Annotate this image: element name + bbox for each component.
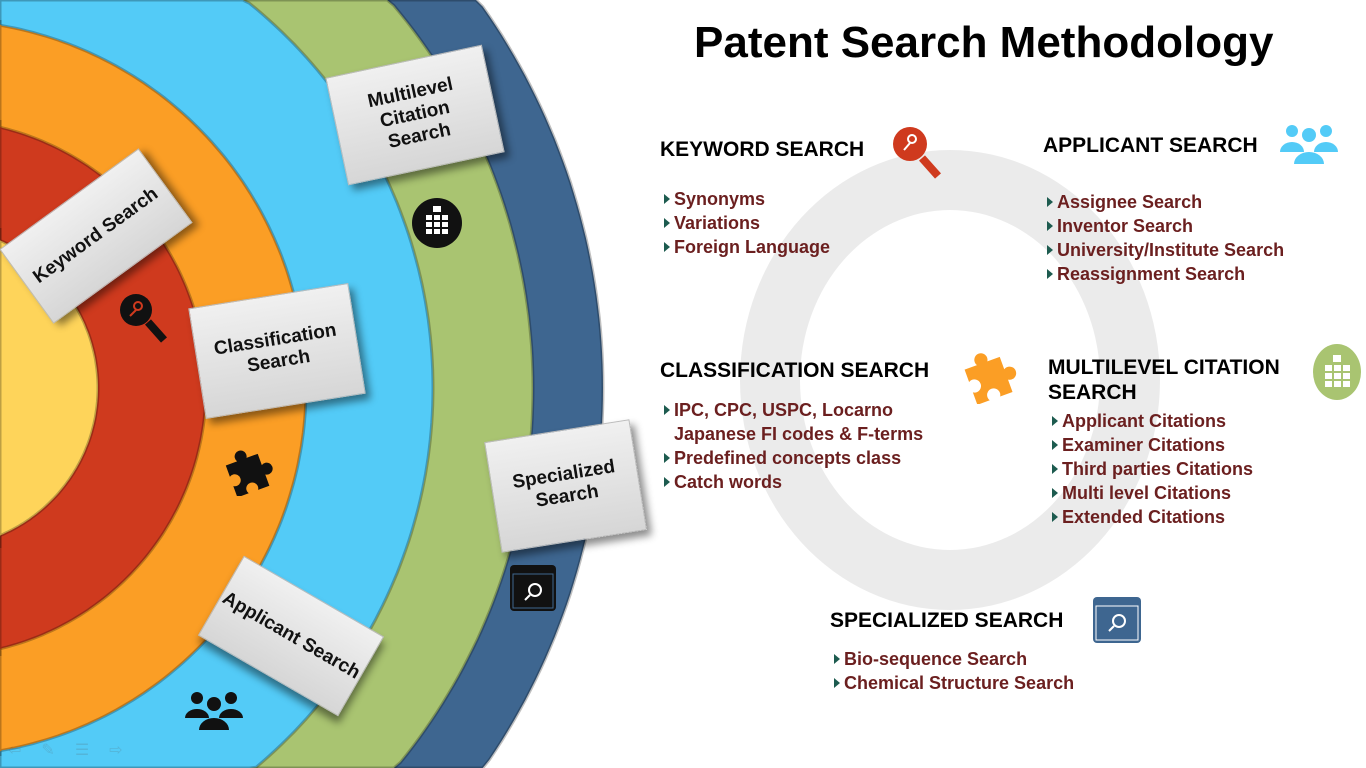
slide-controls[interactable]: ⇦ ✎ ☰ ⇨ — [8, 740, 123, 760]
list-item: Examiner Citations — [1048, 433, 1308, 457]
section-multilevel: MULTILEVEL CITATION SEARCH Applicant Cit… — [1048, 355, 1308, 529]
list-item: Predefined concepts class — [660, 446, 929, 470]
list-item: Bio-sequence Search — [830, 647, 1074, 671]
list-item: Extended Citations — [1048, 505, 1308, 529]
list-item: Multi level Citations — [1048, 481, 1308, 505]
browser-search-icon — [1093, 597, 1141, 643]
section-heading: CLASSIFICATION SEARCH — [660, 359, 930, 382]
puzzle-icon — [225, 450, 273, 496]
section-classification: CLASSIFICATION SEARCH IPC, CPC, USPC, Lo… — [660, 358, 929, 494]
list-item: Variations — [660, 211, 864, 235]
list-item: Chemical Structure Search — [830, 671, 1074, 695]
list-item: Catch words — [660, 470, 929, 494]
list-item: IPC, CPC, USPC, Locarno — [660, 398, 929, 422]
back-icon[interactable]: ⇦ — [8, 742, 22, 759]
list-item: Assignee Search — [1043, 190, 1284, 214]
pen-icon[interactable]: ✎ — [41, 742, 55, 759]
users-icon — [1280, 125, 1338, 164]
section-heading: KEYWORD SEARCH — [660, 138, 865, 161]
list-item: Foreign Language — [660, 235, 864, 259]
section-heading: MULTILEVEL CITATION SEARCH — [1048, 356, 1280, 404]
key-magnifier-icon — [120, 294, 167, 343]
section-heading: APPLICANT SEARCH — [1043, 134, 1258, 157]
browser-search-icon — [510, 565, 556, 611]
users-icon — [185, 692, 243, 730]
list-item: Third parties Citations — [1048, 457, 1308, 481]
list-item: Japanese FI codes & F-terms — [674, 424, 924, 444]
section-heading: SPECIALIZED SEARCH — [830, 609, 1064, 632]
hierarchy-icon — [1313, 344, 1361, 400]
list-item: Applicant Citations — [1048, 409, 1308, 433]
list-item: Inventor Search — [1043, 214, 1284, 238]
list-item: Synonyms — [660, 187, 864, 211]
page-title: Patent Search Methodology — [694, 18, 1274, 67]
key-magnifier-icon — [893, 127, 941, 179]
forward-icon[interactable]: ⇨ — [109, 742, 123, 759]
menu-icon[interactable]: ☰ — [74, 742, 90, 759]
list-item: Reassignment Search — [1043, 262, 1284, 286]
ring-label-specialized: Specialized Search — [484, 419, 647, 553]
puzzle-icon — [964, 353, 1017, 404]
list-item: University/Institute Search — [1043, 238, 1284, 262]
hierarchy-icon — [412, 198, 462, 248]
